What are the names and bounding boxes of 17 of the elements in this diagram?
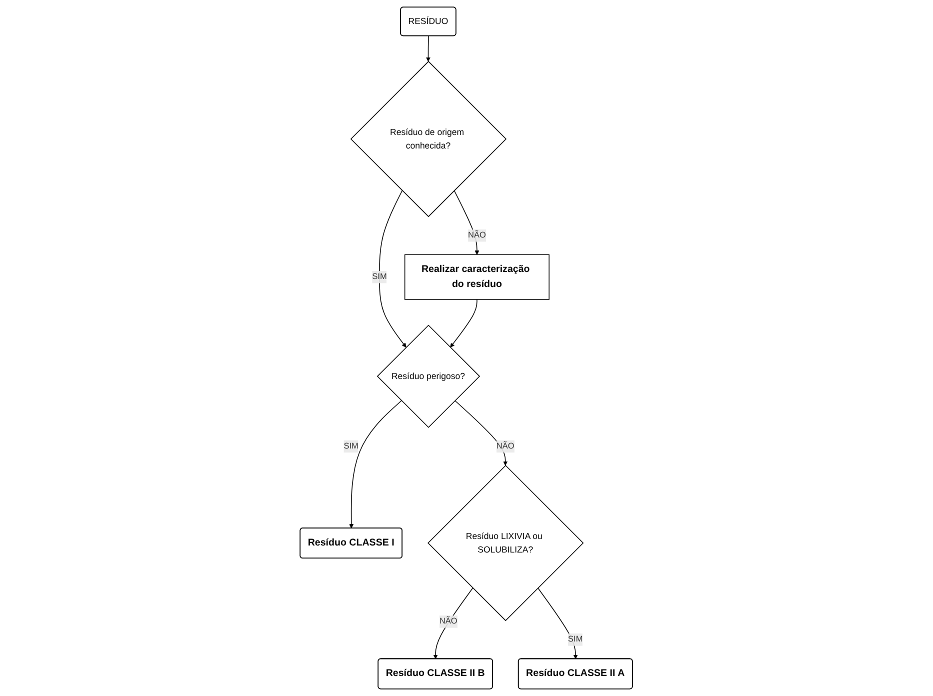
arrow bbox=[426, 36, 431, 62]
node-diamond: Resíduo de origem conhecida? bbox=[350, 60, 507, 218]
edge-label: SIM bbox=[568, 635, 583, 644]
node-diamond: Resíduo perigoso? bbox=[377, 324, 480, 428]
arrow bbox=[434, 588, 474, 660]
arrow bbox=[454, 190, 480, 255]
arrow bbox=[379, 190, 407, 348]
edge-label: NÃO bbox=[440, 617, 458, 626]
edge-label: NÃO bbox=[468, 230, 486, 240]
arrow bbox=[450, 299, 478, 348]
node-box: Realizar caracterização do resíduo bbox=[404, 254, 550, 300]
edge-label: NÃO bbox=[496, 442, 515, 451]
edge-label: SIM bbox=[344, 442, 359, 451]
arrow bbox=[454, 400, 508, 466]
edge-label: SIM bbox=[372, 272, 388, 282]
arrow bbox=[538, 588, 578, 660]
arrow bbox=[349, 400, 402, 528]
